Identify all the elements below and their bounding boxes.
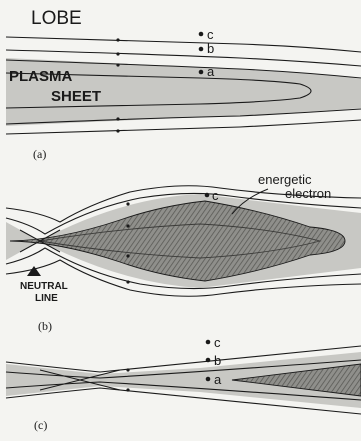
panel-a-caption: (a) [33,147,46,161]
panel-b: c energetic electron NEUTRAL LINE (b) [6,172,361,333]
panel-a-plasma-label: PLASMA [9,68,73,85]
panel-b-point-c-marker [205,193,210,198]
panel-b-arrow-marker [126,224,129,227]
panel-a-sheet-label: SHEET [51,88,101,105]
panel-a-point-a-marker [199,70,204,75]
panel-a-lobe-label: LOBE [31,8,82,29]
panel-b-arrow-marker [126,202,129,205]
panel-a-arrow-marker [116,52,119,55]
panel-c-point-b-label: b [214,353,221,368]
panel-a-arrow-marker [116,129,119,132]
panel-c: c b a (c) [6,335,361,432]
panel-b-line-label: LINE [35,293,58,304]
panel-a: c b a LOBE PLASMA SHEET (a) [0,0,361,161]
panel-c-arrow-marker [126,388,129,391]
panel-b-arrow-marker [126,254,129,257]
panel-c-caption: (c) [34,418,47,432]
panel-b-caption: (b) [38,319,52,333]
panel-a-point-a-label: a [207,64,215,79]
panel-b-arrow-marker [126,280,129,283]
panel-c-point-c-label: c [214,335,221,350]
panel-a-point-b-label: b [207,41,214,56]
panel-a-arrow-marker [116,63,119,66]
panel-a-point-c-marker [199,32,204,37]
panel-a-point-c-label: c [207,27,214,42]
panel-c-point-c-marker [206,340,211,345]
panel-c-point-a-marker [206,377,211,382]
panel-c-point-b-marker [206,358,211,363]
panel-b-neutral-label: NEUTRAL [20,281,68,292]
panel-c-point-a-label: a [214,372,222,387]
panel-b-electron-label: electron [285,186,331,201]
panel-a-point-b-marker [199,47,204,52]
panel-a-arrow-marker [116,38,119,41]
panel-a-arrow-marker [116,117,119,120]
panel-c-arrow-marker [126,368,129,371]
panel-b-energetic-label: energetic [258,172,312,187]
panel-b-point-c-label: c [212,188,219,203]
